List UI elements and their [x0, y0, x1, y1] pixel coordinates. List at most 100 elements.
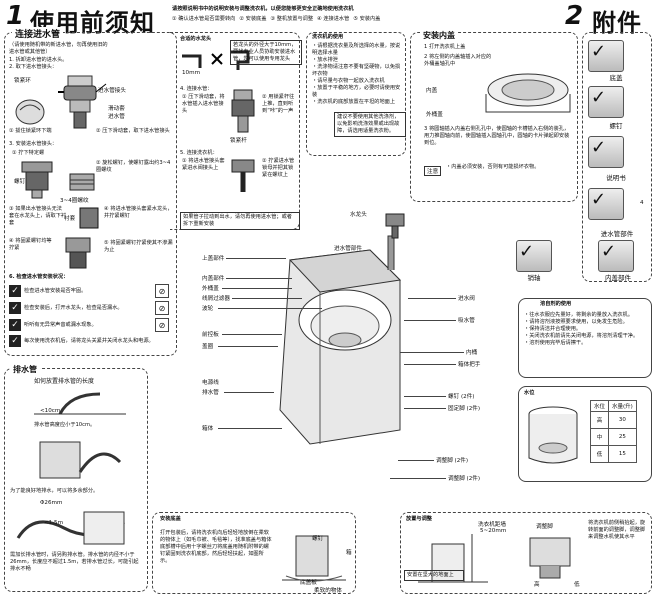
liner-illustration — [79, 207, 99, 229]
usage-line: ・请尽量与衣物一起放入洗衣机 — [312, 78, 385, 84]
check-icon: ✓ — [591, 87, 607, 108]
leader-line — [224, 392, 274, 393]
check-item: ✓ 每次使用洗衣机后，请将龙头关紧并关闭水龙头和电源。 — [9, 335, 169, 347]
table-cell: 低 — [589, 445, 610, 463]
valve-connect-illustration — [231, 159, 255, 192]
header-step: ② 安装底盖 — [239, 16, 267, 22]
inlet-step-j: ② 拧紧进水管锁母并把其锁紧在螺纹上 — [262, 158, 295, 178]
faucet-label: 水龙头 — [350, 212, 367, 218]
inlet-part-label: 进水管部件 — [334, 246, 362, 252]
accessory-item: ✓ — [516, 240, 552, 272]
adjust-foot-title: 调整脚 — [536, 524, 553, 530]
check-icon: ✓ — [591, 137, 607, 158]
leader-line — [226, 258, 286, 259]
inlet-step-d: ③ 如果出水管接头无法套在水龙头上，请取下衬套 — [9, 206, 67, 226]
check-icon: ✓ — [591, 41, 607, 62]
adjust-foot-illustration — [529, 537, 571, 579]
inlet-note: （请使用随机带的新进水管，勿再使用旧的进水管或其他管） — [9, 42, 108, 55]
header-step: ⑤ 安装内盖 — [353, 16, 381, 22]
base-cover-illustration — [282, 535, 346, 582]
usage-line: ・放置于平稳的地方，必要时请使用安装 — [312, 85, 401, 98]
self-clean-lines: ・往水衣服应先量好，将剩余的量放入洗衣机。 ・请将溶剂液按照要求使用，以免发生危… — [524, 312, 648, 347]
tighten-illustration — [65, 237, 91, 269]
drain-hose-label: 排水管 — [202, 390, 219, 396]
check-icon: ✓ — [9, 285, 21, 297]
accessory-item: ✓ — [588, 188, 624, 220]
drain-title: 排水管 — [10, 364, 40, 375]
section-number-1: 1 — [6, 1, 26, 31]
accessory-label: 底盖 — [609, 74, 623, 82]
high-label: 高 — [534, 582, 540, 588]
check-icon: ✓ — [519, 241, 535, 262]
accessory-item: ✓ — [588, 86, 624, 118]
leader-line — [222, 334, 282, 335]
check-text: 听听有无异常声音或漏水现象。 — [24, 321, 97, 328]
usage-line: ・放水排泄 — [312, 57, 338, 63]
inner-cover-part-label: 内盖部件 — [202, 276, 225, 282]
wall-distance-label: 洗衣机距墙 — [478, 522, 506, 528]
accessory-label: 销轴 — [527, 274, 541, 282]
leader-line — [404, 408, 446, 409]
low-label: 低 — [574, 582, 580, 588]
check-item: ✓ 检查进水管安装是否牢固。 ⊘ — [9, 284, 169, 298]
inner-tub-label: 内桶 — [466, 350, 478, 356]
liner-label: 衬套 — [64, 216, 76, 222]
inlet-step-a: ① 拔住锁紧环下端 — [9, 128, 52, 134]
base-install-section — [152, 512, 356, 594]
pin-tile: ✓ — [516, 240, 552, 272]
table-cell: 30 — [608, 411, 637, 429]
cover-note: ・内盖必须安装，否则有可能损坏衣物。 — [446, 164, 540, 170]
handle-label: 箱体把手 — [458, 362, 481, 368]
check-text: 每次使用洗衣机后，请将龙头关紧并关闭水龙头和电源。 — [24, 337, 154, 344]
leader-line — [400, 352, 464, 353]
accessory-item: ✓ — [588, 40, 624, 72]
usage-line: ・洗衣机的底部放置在平坦的地面上 — [312, 99, 396, 105]
check-text: 检查进水管安装是否牢固。 — [24, 287, 87, 294]
prohibit-icon: ⊘ — [155, 301, 169, 315]
level-adjust-text: 将洗衣机前侧稍抬起，旋转前面的调整脚，调整脚来调整水机使其水平 — [588, 520, 646, 540]
drain-distance-label: <10cm — [40, 408, 61, 414]
inlet-step-1: 1. 拆卸进水管的进水头。 — [9, 57, 68, 63]
inner-cover-tile: ✓ — [598, 240, 634, 272]
tap-title: 合适的水龙头 — [180, 36, 212, 42]
level-adjust-section — [400, 512, 652, 594]
thread-illustration — [69, 173, 95, 191]
section-number-2: 2 — [565, 1, 585, 31]
manual-tile: ✓ — [588, 136, 624, 168]
check-icon: ✓ — [9, 335, 21, 347]
drain-extension-illustration — [16, 511, 125, 545]
self-clean-line: ・保持清洁并合理使用。 — [524, 326, 582, 332]
table-cell: 高 — [589, 411, 610, 429]
inlet-section — [4, 32, 177, 356]
cabinet-label: 箱体 — [202, 426, 214, 432]
table-row: 低 15 — [589, 445, 637, 463]
level-note: 安置在坚大的地面上 — [404, 570, 464, 581]
drain-section — [4, 368, 148, 592]
inlet-step-seal: ④ 将固紧螺钉均等拧紧 — [9, 238, 52, 251]
accessory-label: 进水管部件 — [600, 230, 634, 238]
accessory-label: 螺钉 — [609, 122, 623, 130]
accessory-label: 内盖部件 — [605, 274, 631, 282]
drain-tip-2: 为了能良好地排水，可以将多余部分。 — [10, 488, 99, 494]
accessories-section — [582, 32, 652, 282]
check-icon: ✓ — [591, 189, 607, 210]
cover-section — [410, 32, 578, 202]
self-clean-line: ・往水衣服应先量好，将剩余的量放入洗衣机。 — [524, 312, 633, 318]
leader-line — [408, 298, 456, 299]
inlet-step-c: ② 旋松螺钉，使螺钉露出约3~4圈螺纹 — [96, 160, 171, 173]
cover-step-1: 1 打开洗衣机上盖 — [424, 44, 466, 50]
base-plate-label: 底盖板 — [300, 580, 317, 586]
table-header: 水量(升) — [608, 400, 637, 412]
screw-label: 螺钉 — [14, 179, 26, 185]
check-icon: ✓ — [9, 319, 21, 331]
lock-nut-label: 锁紧环 — [14, 78, 31, 84]
inlet-step-5: 5. 连接洗衣机： — [180, 150, 218, 156]
self-clean-title: 溶自剂的使用 — [540, 301, 572, 307]
feet-label: 调整脚 (2件) — [448, 476, 481, 482]
leader-line — [398, 460, 434, 461]
check-item: ✓ 听听有无异常声音或漏水现象。 ⊘ — [9, 318, 169, 332]
header-subtitle: 请按照说明书中的说明安装与调整洗衣机，以便您能够更安全正确地使用洗衣机 — [172, 6, 354, 12]
box-arrow-label: 箱 — [346, 550, 352, 556]
inlet-step-e: ④ 将进水管接头套紧水龙头，并拧紧螺钉 — [104, 206, 173, 219]
sleeve-illustration — [231, 89, 255, 133]
